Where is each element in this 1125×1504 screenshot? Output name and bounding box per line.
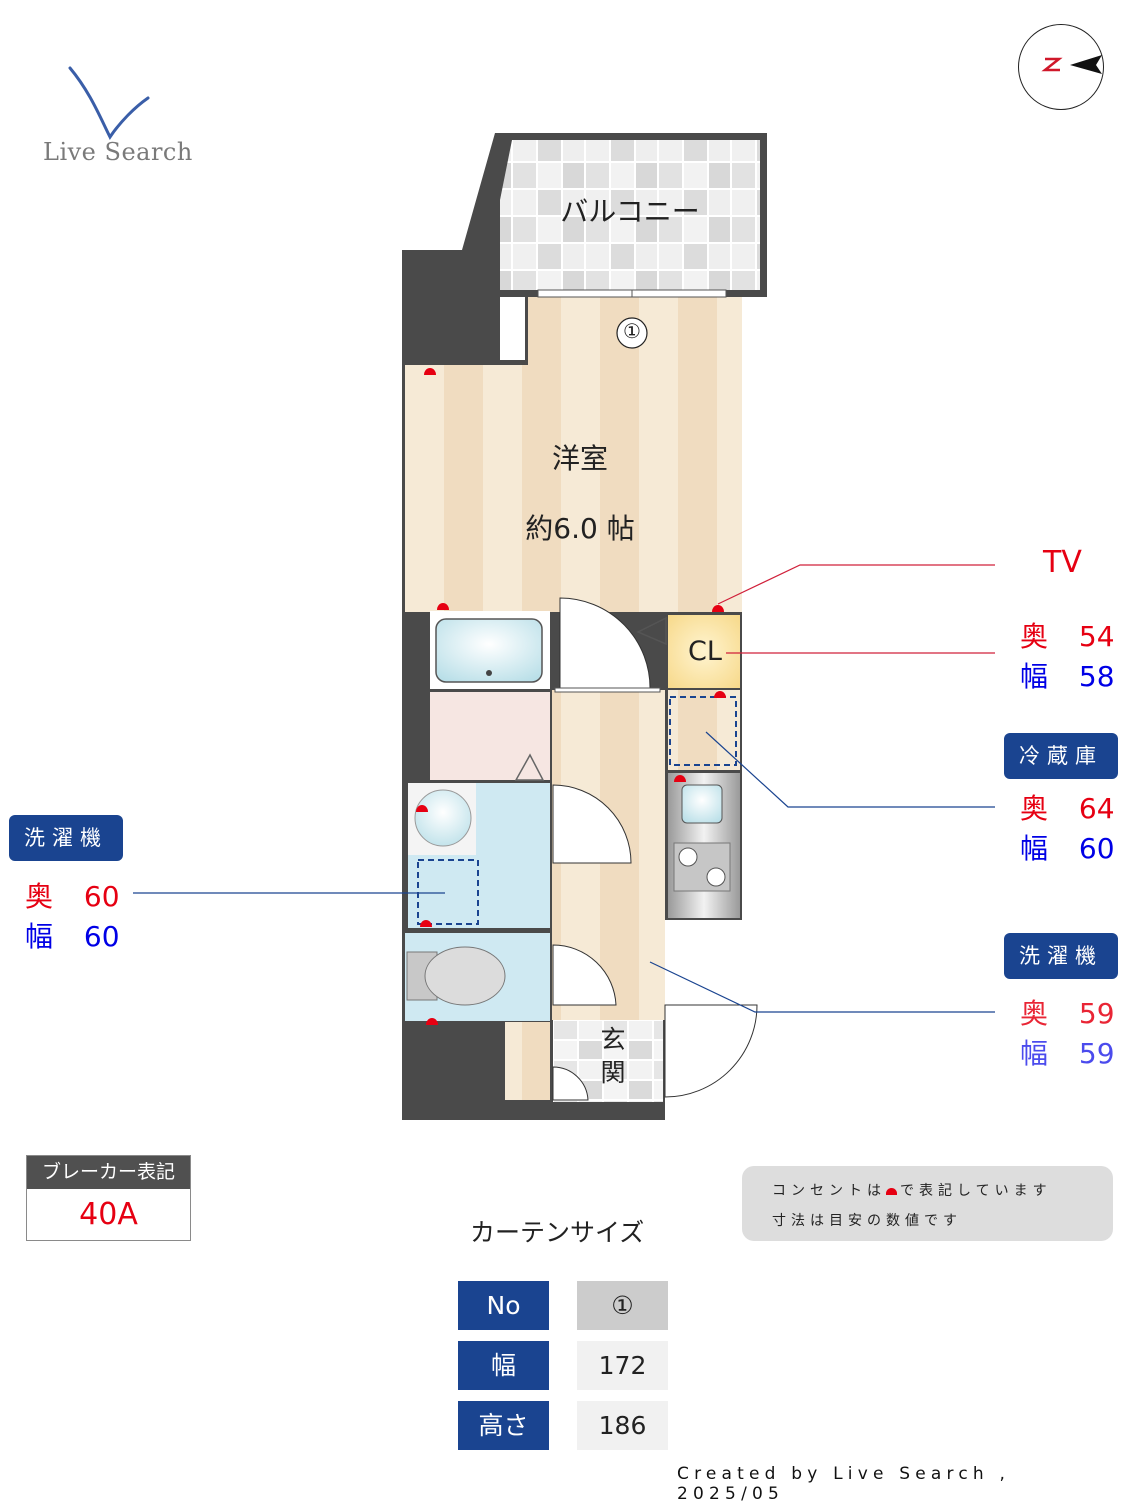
note-line-1-after: で表記しています <box>900 1183 1052 1199</box>
fridge-badge: 冷蔵庫 <box>1004 733 1118 779</box>
depth-key: 奥 <box>1020 997 1049 1030</box>
western-room-size: 約6.0 帖 <box>525 512 635 545</box>
note-line-1-before: コンセントは <box>772 1183 886 1199</box>
curtain-key: 幅 <box>458 1341 549 1390</box>
curtain-marker-label: ① <box>623 319 641 343</box>
curtain-value: 186 <box>577 1401 668 1450</box>
closet-label: CL <box>688 636 722 667</box>
curtain-table: No ① 幅 172 高さ 186 <box>458 1281 668 1450</box>
depth-value: 64 <box>1078 792 1115 825</box>
entrance-label-1: 玄 <box>600 1025 626 1054</box>
washer-left-depth-row: 奥 60 <box>25 875 120 915</box>
breaker-value: 40A <box>27 1189 190 1240</box>
curtain-key: 高さ <box>458 1401 549 1450</box>
curtain-row: No ① <box>458 1281 668 1330</box>
washer-right-badge: 洗濯機 <box>1004 933 1118 979</box>
washer-right-depth-row: 奥 59 <box>1020 992 1115 1032</box>
footer-credit: Created by Live Search , 2025/05 <box>677 1464 1011 1504</box>
live-search-logo-icon <box>68 66 150 140</box>
breaker-box: ブレーカー表記 40A <box>26 1155 191 1241</box>
curtain-row: 高さ 186 <box>458 1401 668 1450</box>
entrance-label-2: 関 <box>600 1058 626 1087</box>
note-line-1: コンセントはで表記しています <box>772 1180 1052 1200</box>
outlet-note: コンセントはで表記しています 寸法は目安の数値です <box>742 1166 1113 1241</box>
curtain-row: 幅 172 <box>458 1341 668 1390</box>
balcony-label: バルコニー <box>560 195 700 228</box>
width-key: 幅 <box>1020 1037 1049 1070</box>
curtain-value: 172 <box>577 1341 668 1390</box>
tv-callout-title: TV <box>1043 545 1082 580</box>
width-value: 59 <box>1078 1037 1115 1070</box>
western-room-label: 洋室 <box>551 442 608 475</box>
depth-key: 奥 <box>1020 792 1049 825</box>
curtain-value: ① <box>577 1281 668 1330</box>
curtain-key: No <box>458 1281 549 1330</box>
depth-value: 59 <box>1078 997 1115 1030</box>
note-line-2: 寸法は目安の数値です <box>772 1213 962 1229</box>
washer-left-badge: 洗濯機 <box>9 815 123 861</box>
width-value: 60 <box>1078 832 1115 865</box>
width-key: 幅 <box>25 920 54 953</box>
depth-key: 奥 <box>1020 620 1049 653</box>
depth-value: 54 <box>1078 620 1115 653</box>
floor-plan <box>133 133 995 1120</box>
fridge-width-row: 幅 60 <box>1020 827 1115 867</box>
compass-icon <box>1018 24 1104 110</box>
outlet-marker-icon <box>886 1188 897 1195</box>
tv-depth-row: 奥 54 <box>1020 615 1115 655</box>
curtain-size-title: カーテンサイズ <box>470 1218 645 1247</box>
logo-text: Live Search <box>43 138 193 166</box>
width-value: 60 <box>83 920 120 953</box>
fridge-depth-row: 奥 64 <box>1020 787 1115 827</box>
depth-key: 奥 <box>25 880 54 913</box>
width-key: 幅 <box>1020 660 1049 693</box>
width-value: 58 <box>1078 660 1115 693</box>
depth-value: 60 <box>83 880 120 913</box>
breaker-label: ブレーカー表記 <box>27 1156 190 1189</box>
tv-width-row: 幅 58 <box>1020 655 1115 695</box>
width-key: 幅 <box>1020 832 1049 865</box>
washer-left-width-row: 幅 60 <box>25 915 120 955</box>
washer-right-width-row: 幅 59 <box>1020 1032 1115 1072</box>
